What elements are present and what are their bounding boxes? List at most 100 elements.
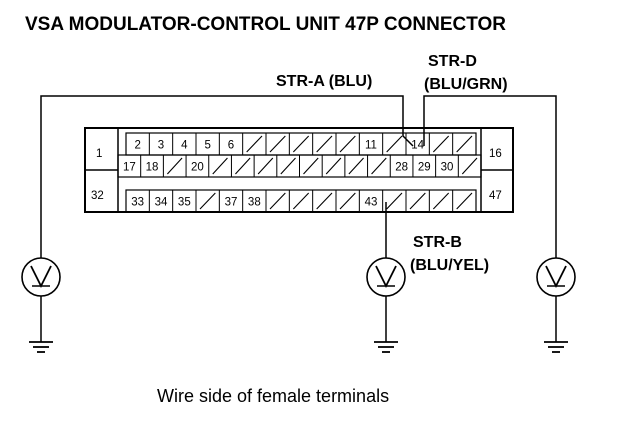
connector-cavity: 43 [358,190,378,212]
empty-cavity-slash [432,135,450,153]
voltmeter [366,257,406,353]
terminal-47: 47 [489,190,502,202]
wires [40,95,557,258]
connector-cavity [335,133,356,155]
connector-cavity: 3 [148,133,164,155]
empty-cavity-slash [235,157,251,175]
empty-cavity-slash [456,135,473,153]
connector-cavity [230,155,251,177]
empty-cavity-slash [303,157,319,175]
terminal-number: 11 [365,140,377,152]
empty-cavity-slash [269,192,286,210]
str-d-label: STR-D [428,53,477,70]
str-d-wire [423,95,557,258]
connector-cavity [276,155,296,177]
connector-cavity [265,190,286,212]
terminal-1: 1 [96,148,102,160]
str-b-label: STR-B [413,234,462,251]
connector-cavity: 4 [172,133,188,155]
cavity-row-2: 17 18 20 28 29 30 [117,155,478,177]
terminal-number: 6 [228,140,234,152]
terminal-number: 33 [131,197,144,209]
voltmeter-v-icon [375,265,397,289]
connector-cavity [321,155,342,177]
ground-icon [374,296,398,353]
empty-cavity-slash [386,192,403,210]
voltmeter [21,257,61,353]
terminal-32: 32 [91,190,104,202]
terminal-number: 14 [411,140,424,152]
terminal-number: 28 [395,162,408,174]
connector-cavity [288,190,310,212]
voltmeter-v-icon [545,265,567,289]
diagram-caption: Wire side of female terminals [157,386,389,406]
connector-cavity [312,190,333,212]
diagram-title: VSA MODULATOR-CONTROL UNIT 47P CONNECTOR [25,14,506,35]
voltmeters [21,257,576,353]
str-a-wire [40,95,414,258]
terminal-number: 2 [134,140,140,152]
connector-cavity [382,133,403,155]
empty-cavity-slash [371,157,387,175]
connector-cavity [162,155,183,177]
connector-cavity [344,155,364,177]
connector-cavity [382,190,403,212]
ground-icon [29,296,53,353]
empty-cavity-slash [432,192,450,210]
connector-cavity [195,190,216,212]
connector-cavity: 17 [117,155,136,177]
empty-cavity-slash [269,135,286,153]
terminal-number: 29 [418,162,431,174]
empty-cavity-slash [339,135,356,153]
connector-cavity [452,190,473,212]
terminal-number: 35 [178,197,191,209]
empty-cavity-slash [461,157,478,175]
connector-cavity: 33 [125,190,144,212]
empty-cavity-slash [292,192,310,210]
connector-cavity: 11 [358,133,377,155]
connector-cavity [265,133,286,155]
connector-cavity: 20 [185,155,204,177]
empty-cavity-slash [325,157,342,175]
terminal-number: 43 [365,197,378,209]
empty-cavity-slash [246,135,263,153]
terminal-16: 16 [489,148,502,160]
empty-cavity-slash [199,192,216,210]
connector-cavity: 18 [140,155,159,177]
connector-cavity: 28 [389,155,408,177]
empty-cavity-slash [166,157,183,175]
connector-cavity: 30 [435,155,454,177]
empty-cavity-slash [316,135,333,153]
empty-cavity-slash [280,157,296,175]
connector-cavity [428,133,450,155]
connector-cavity: 29 [412,155,431,177]
empty-cavity-slash [339,192,356,210]
connector-cavity [299,155,319,177]
empty-cavity-slash [292,135,310,153]
terminal-number: 30 [441,162,454,174]
connector-cavity [208,155,228,177]
voltmeter [536,257,576,353]
terminal-number: 4 [181,140,188,152]
terminal-number: 17 [123,162,136,174]
terminal-number: 18 [146,162,159,174]
empty-cavity-slash [212,157,228,175]
connector-cavity [457,155,478,177]
connector-cavity: 34 [148,190,168,212]
empty-cavity-slash [386,135,403,153]
empty-cavity-slash [348,157,364,175]
connector-cavity [405,190,426,212]
connector-cavity: 2 [125,133,141,155]
str-d-wire-color: (BLU/GRN) [424,76,508,93]
connector-cavity [452,133,473,155]
terminal-number: 38 [248,197,261,209]
empty-cavity-slash [456,192,473,210]
connector-cavity [428,190,450,212]
empty-cavity-slash [409,192,426,210]
connector-cavity: 35 [172,190,191,212]
voltmeter-v-icon [30,265,52,289]
connector-cavity [312,133,333,155]
terminal-number: 5 [204,140,210,152]
